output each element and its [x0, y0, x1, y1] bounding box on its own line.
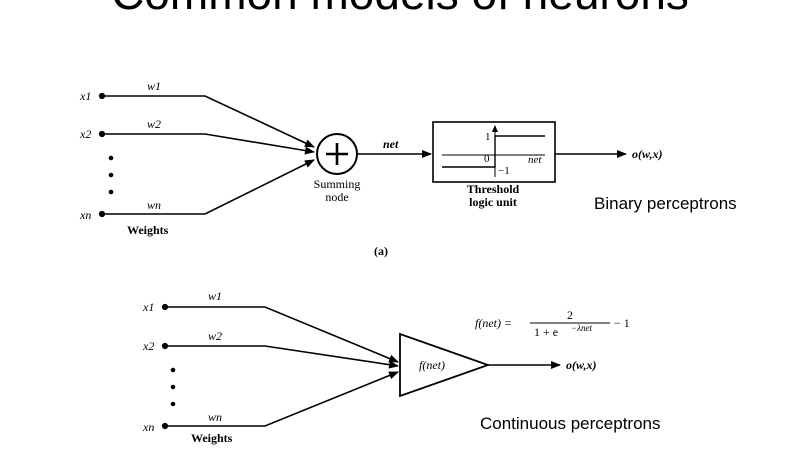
formula-numerator: 2 [567, 308, 573, 322]
input-label-x2: x2 [79, 127, 91, 141]
tlu-step-curve [442, 135, 545, 168]
ellipsis-dot [108, 189, 114, 195]
net-label: net [383, 137, 399, 151]
weight-label-w1: w1 [147, 79, 161, 93]
binary-perceptron-diagram: x1 x2 xn w1 w2 wn Weights Summing node n… [79, 79, 663, 258]
ellipsis-dot [170, 384, 176, 390]
activation-node [399, 332, 491, 398]
summing-label-2: node [325, 190, 348, 204]
formula-tail: − 1 [614, 316, 630, 330]
weight-label-wn: wn [147, 198, 161, 212]
ellipsis-dot [108, 155, 114, 161]
weight-label-w2: w2 [208, 329, 222, 343]
weight-line-n [102, 159, 315, 215]
input-label-xn: xn [79, 208, 91, 222]
input-label-xn: xn [142, 420, 154, 434]
weights-label: Weights [127, 223, 169, 237]
weights-label: Weights [191, 431, 233, 445]
weight-line-2 [165, 345, 399, 369]
weight-label-w1: w1 [208, 289, 222, 303]
tlu-label-1: Threshold [467, 182, 520, 196]
tlu-net-label: net [528, 154, 542, 166]
input-label-x2: x2 [142, 339, 154, 353]
continuous-perceptrons-caption: Continuous perceptrons [480, 414, 661, 433]
ellipsis-dot [170, 401, 176, 407]
weight-line-1 [102, 95, 315, 148]
weight-label-w2: w2 [147, 117, 161, 131]
weight-label-wn: wn [208, 410, 222, 424]
output-label: o(w,x) [566, 358, 597, 372]
binary-perceptrons-caption: Binary perceptrons [594, 194, 737, 213]
input-label-x1: x1 [142, 300, 154, 314]
weight-line-1 [165, 306, 399, 363]
continuous-perceptron-diagram: x1 x2 xn w1 w2 wn Weights f(net) o(w,x) … [142, 289, 630, 445]
activation-node-label: f(net) [419, 358, 445, 372]
tlu-minus-one-label: −1 [498, 165, 510, 177]
ellipsis-dot [108, 172, 114, 178]
figure-label: (a) [374, 244, 388, 258]
slide-title: Common models of neurons [0, 0, 800, 20]
formula-denominator: 1 + e [534, 325, 558, 339]
tlu-zero-label: 0 [484, 153, 490, 165]
weight-line-2 [102, 133, 315, 155]
formula-exponent: −λnet [571, 323, 592, 333]
tlu-label-2: logic unit [469, 195, 517, 209]
output-label: o(w,x) [632, 147, 663, 161]
weight-line-n [165, 371, 399, 427]
tlu-one-label: 1 [485, 131, 491, 143]
ellipsis-dot [170, 367, 176, 373]
summing-label-1: Summing [314, 177, 361, 191]
input-label-x1: x1 [79, 89, 91, 103]
formula-lhs: f(net) = [475, 316, 512, 330]
tlu-axis-arrow [492, 125, 498, 132]
